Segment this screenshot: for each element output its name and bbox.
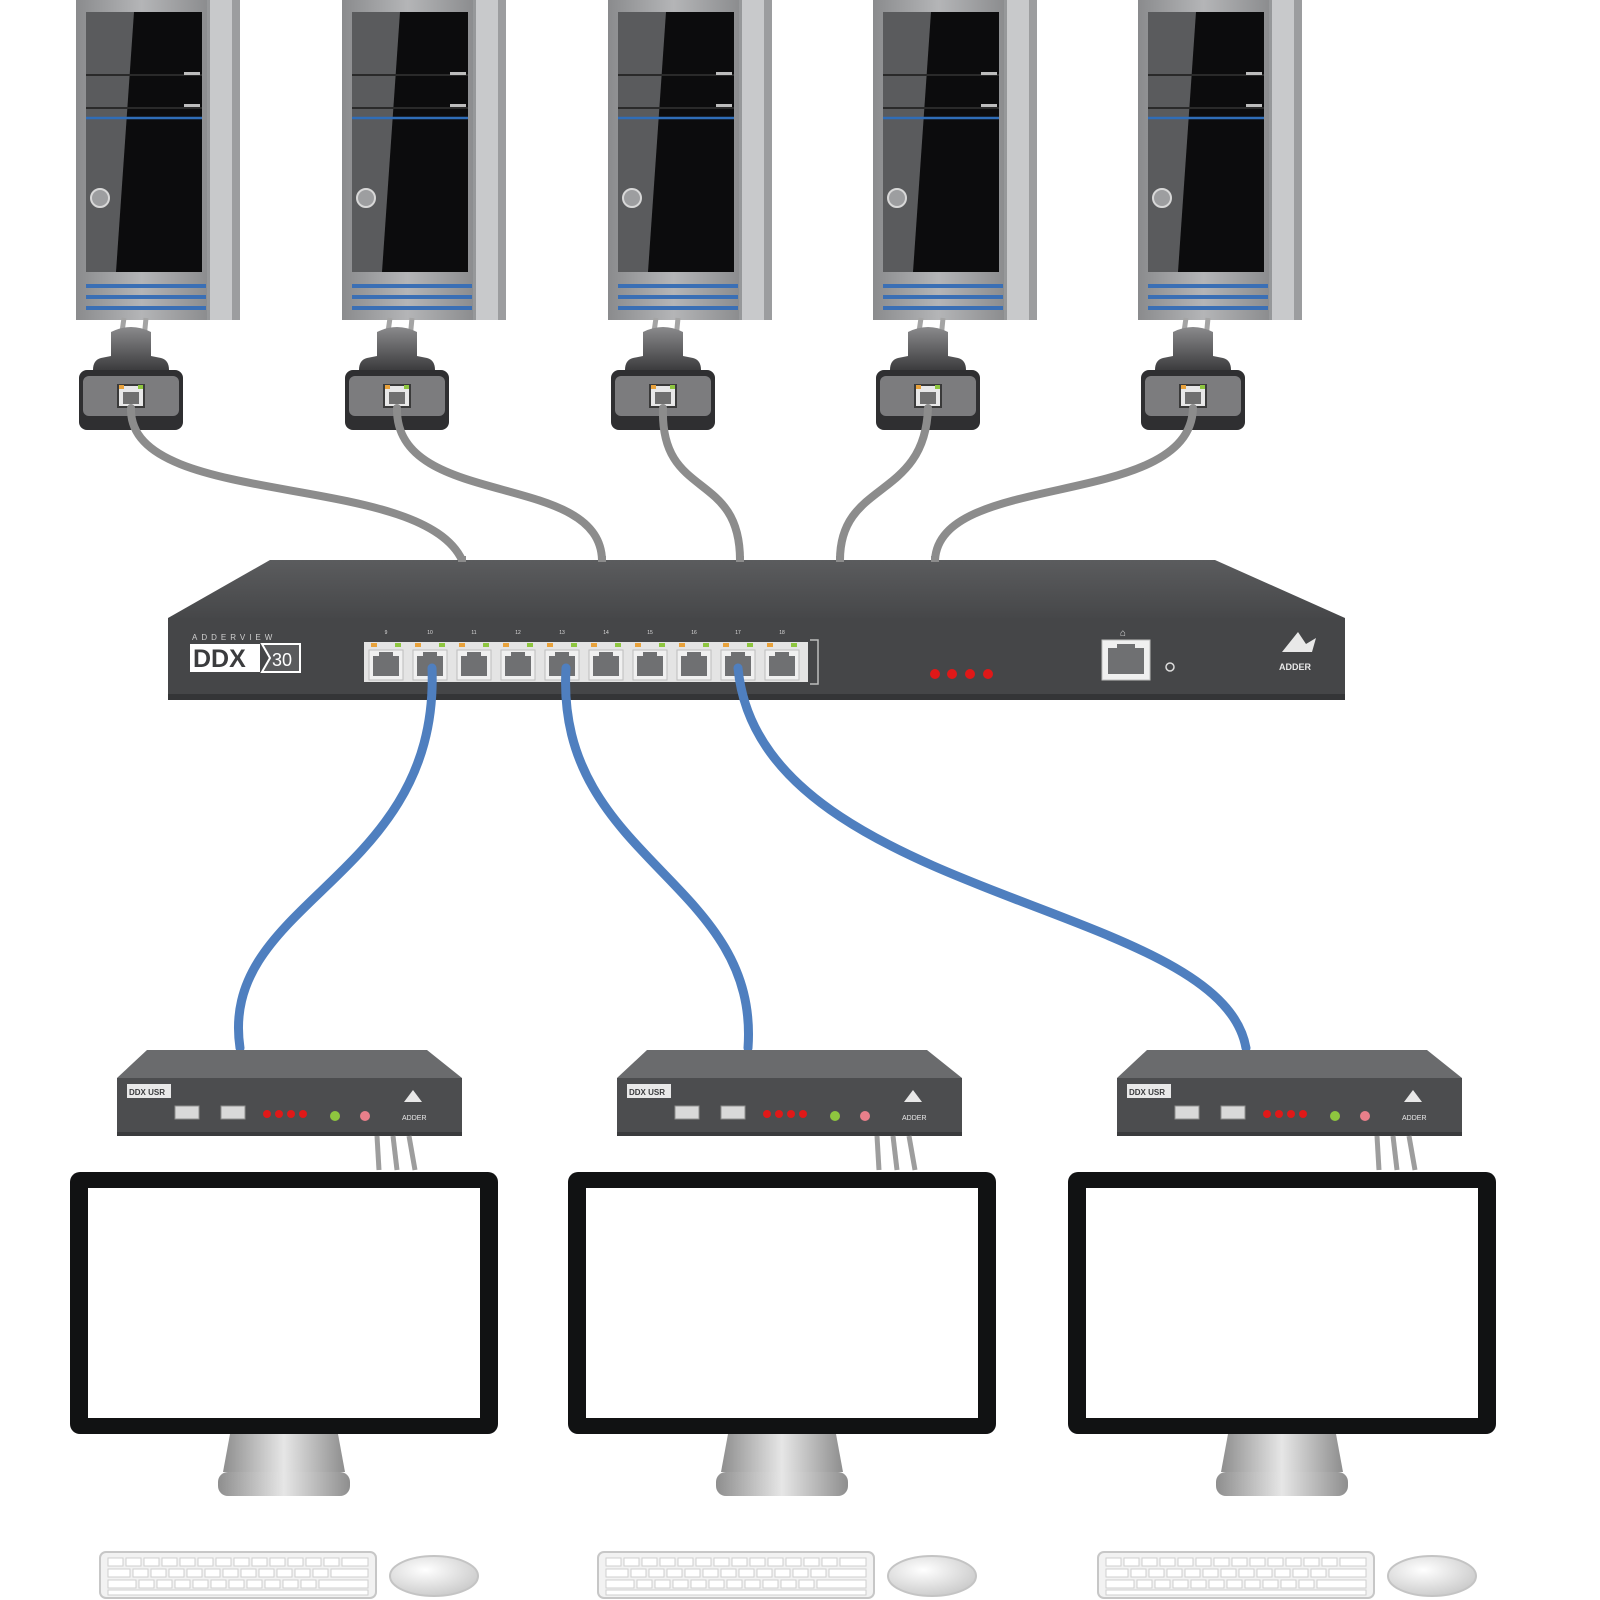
port-number-13: 13 [559, 630, 565, 636]
station-1-badge: DDX USR [129, 1088, 165, 1097]
cable-plugs [458, 556, 939, 562]
blue-cables [234, 663, 1251, 1053]
keyboard-1 [99, 1551, 377, 1599]
port-number-18: 18 [779, 630, 785, 636]
port-number-15: 15 [647, 630, 653, 636]
peripherals-row [99, 1551, 1477, 1599]
station-row [117, 1050, 1462, 1170]
switch-model-number: 30 [272, 650, 292, 670]
gray-cable-2 [392, 404, 606, 564]
computer-2 [340, 0, 508, 322]
gray-cable-1 [126, 404, 466, 564]
station-1-logo: ADDER [402, 1115, 427, 1122]
blue-cable-3 [733, 663, 1251, 1053]
monitor-row [70, 1172, 1496, 1496]
switch-logo-text: ADDER [1279, 662, 1312, 672]
gray-cable-3 [658, 404, 744, 564]
mouse-3 [1387, 1555, 1477, 1597]
mouse-2 [887, 1555, 977, 1597]
adder-logo: ADDER [1279, 632, 1316, 672]
station-2-badge: DDX USR [629, 1088, 665, 1097]
switch-status-leds [930, 669, 993, 679]
port-number-17: 17 [735, 630, 741, 636]
user-station-2 [617, 1050, 962, 1170]
port-number-row: 9 10 11 12 13 14 15 16 17 18 [385, 630, 785, 636]
port-number-9: 9 [385, 630, 388, 636]
station-3-badge: DDX USR [1129, 1088, 1165, 1097]
station-labels: DDX USR DDX USR DDX USR ADDER ADDER ADDE… [129, 1088, 1427, 1122]
monitor-3 [1068, 1172, 1496, 1496]
computer-row [74, 0, 1304, 322]
monitor-2 [568, 1172, 996, 1496]
switch-model-prefix: DDX [193, 645, 246, 673]
gray-cable-4 [836, 404, 932, 564]
status-led-4 [983, 669, 993, 679]
mouse-1 [389, 1555, 479, 1597]
user-station-1 [117, 1050, 462, 1170]
station-3-logo: ADDER [1402, 1115, 1427, 1122]
network-icon: ⌂ [1120, 628, 1126, 639]
computer-1 [74, 0, 242, 322]
reset-button [1165, 662, 1175, 672]
status-led-1 [930, 669, 940, 679]
port-number-16: 16 [691, 630, 697, 636]
computer-3 [606, 0, 774, 322]
model-badge [190, 644, 260, 672]
port-number-14: 14 [603, 630, 609, 636]
blue-cable-1 [234, 663, 437, 1053]
port-number-12: 12 [515, 630, 521, 636]
blue-cable-2 [561, 663, 753, 1053]
port-number-10: 10 [427, 630, 433, 636]
keyboard-3 [1097, 1551, 1375, 1599]
user-station-3 [1117, 1050, 1462, 1170]
port-number-11: 11 [471, 630, 476, 636]
switch-brand: ADDERVIEW [192, 633, 276, 642]
gray-cables [126, 404, 1197, 564]
management-port: ⌂ [1101, 628, 1151, 681]
status-led-3 [965, 669, 975, 679]
ddx30-switch: ADDERVIEW DDX 30 9 10 11 12 13 14 15 16 17 18 ⌂ [168, 560, 1345, 700]
computer-4 [871, 0, 1039, 322]
status-led-2 [947, 669, 957, 679]
monitor-1 [70, 1172, 498, 1496]
computer-5 [1136, 0, 1304, 322]
gray-cable-5 [931, 404, 1197, 564]
station-2-logo: ADDER [902, 1115, 927, 1122]
keyboard-2 [597, 1551, 875, 1599]
